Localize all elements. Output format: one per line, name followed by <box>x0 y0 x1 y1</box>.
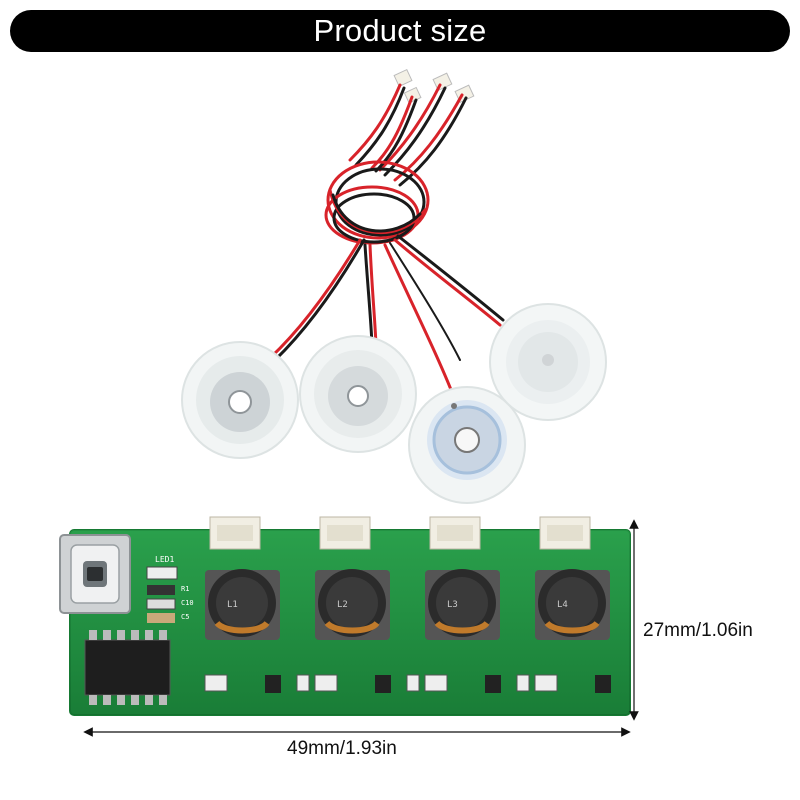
channel-1: L1 <box>204 516 310 693</box>
channel-2: L2 <box>314 516 420 693</box>
atomizer-disc <box>299 335 417 453</box>
atomizer-disc <box>181 341 299 459</box>
banner-title: Product size <box>313 13 487 48</box>
channel-3: L3 <box>424 516 530 693</box>
svg-text:L3: L3 <box>447 600 458 610</box>
atomizer-disc <box>489 303 607 421</box>
cable-bundle <box>268 83 505 402</box>
smd-components: LED1 R1 C10 C5 <box>146 555 194 623</box>
svg-text:R1: R1 <box>181 585 189 593</box>
svg-text:C5: C5 <box>181 613 189 621</box>
title-banner: Product size <box>10 10 790 52</box>
atomizer-disc <box>408 386 526 504</box>
channel-4: L4 <box>534 516 611 693</box>
svg-text:C10: C10 <box>181 599 194 607</box>
svg-text:L4: L4 <box>557 600 568 610</box>
width-label: 49mm/1.93in <box>287 738 397 759</box>
usb-c-port <box>59 534 131 614</box>
atomizer-discs-photo <box>181 68 607 504</box>
height-label: 27mm/1.06in <box>643 620 753 641</box>
svg-text:L1: L1 <box>227 600 238 610</box>
svg-text:L2: L2 <box>337 600 348 610</box>
driver-board: LED1 R1 C10 C5 L1 <box>59 516 631 716</box>
silk-led1: LED1 <box>155 555 174 564</box>
ic-chip <box>84 630 171 705</box>
